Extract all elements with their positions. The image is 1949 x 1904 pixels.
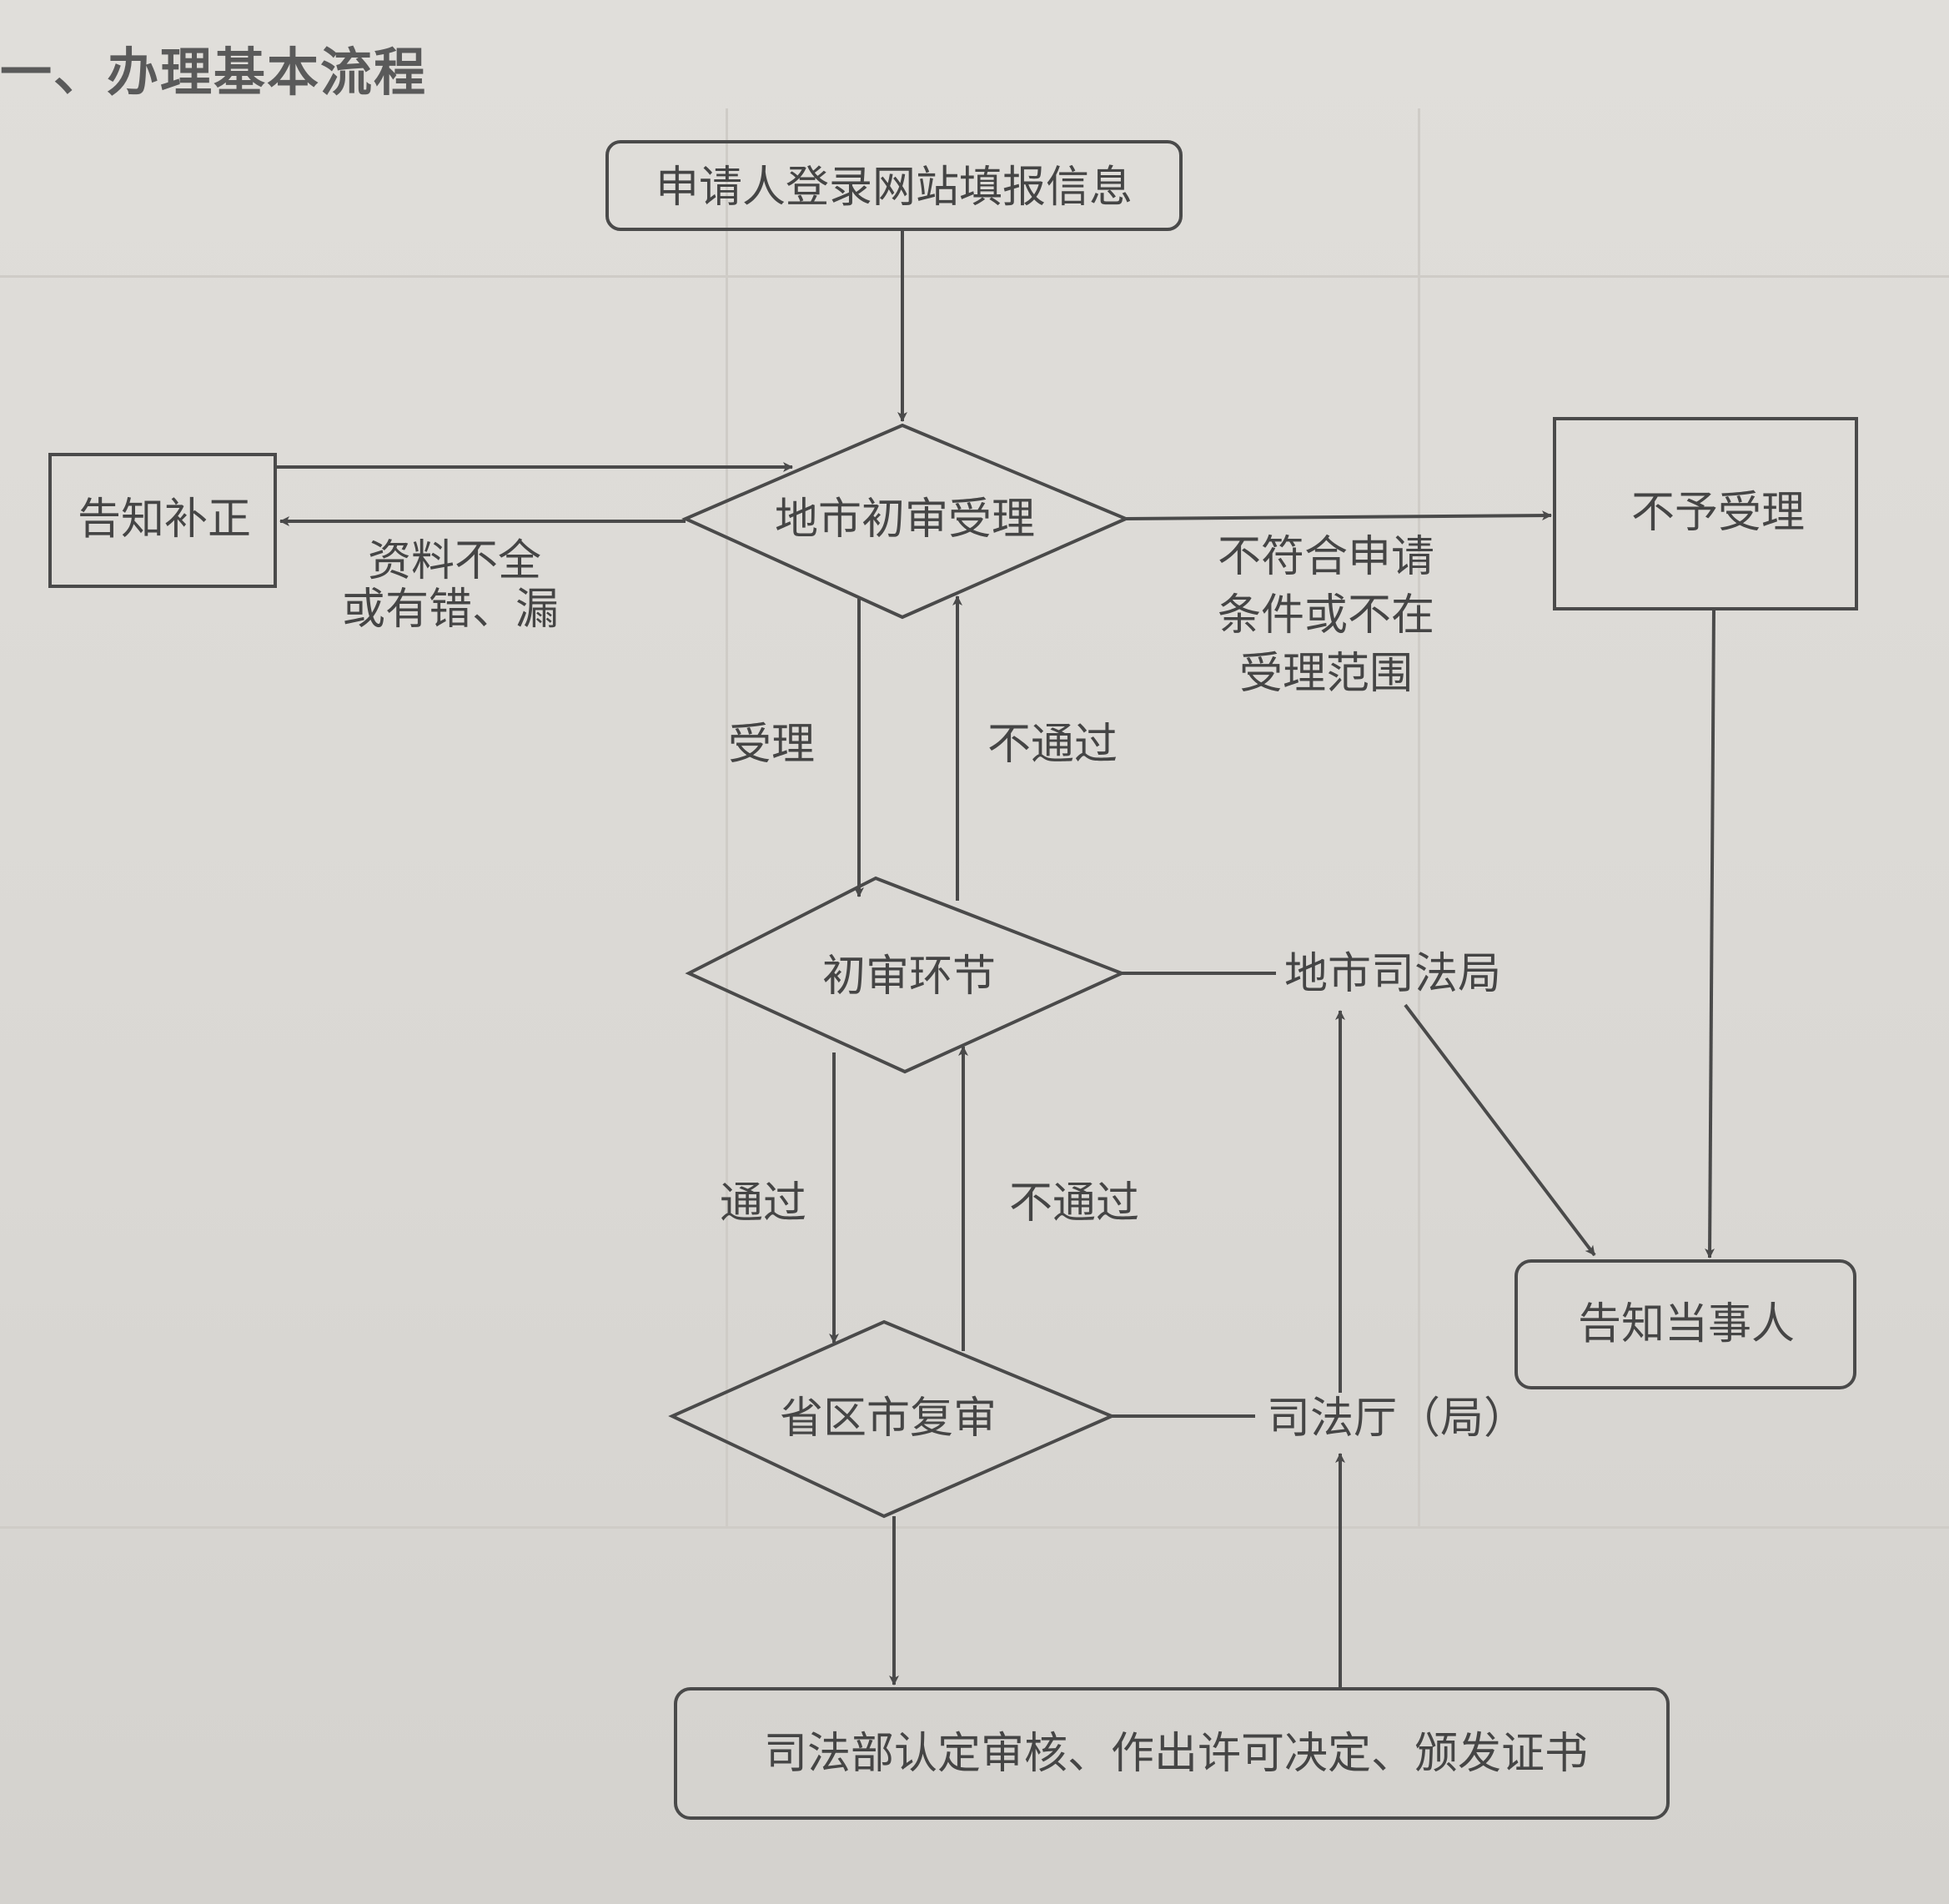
notify-fix-box	[48, 453, 277, 588]
actor-city-bureau: 地市司法局	[1284, 949, 1501, 999]
notify-party-box	[1514, 1259, 1856, 1389]
background-table-rule	[1418, 108, 1420, 1526]
initial-review-label: 初审环节	[822, 952, 996, 1002]
background-table-rule	[726, 108, 728, 1526]
edge-reject-to-notify	[1705, 608, 1715, 1258]
edge-label-accept: 受理	[728, 720, 815, 770]
edge-label-ineligible-2: 条件或不在	[1218, 590, 1434, 641]
actor-province-dept: 司法厅（局）	[1267, 1394, 1527, 1444]
edge-label-pass: 通过	[720, 1178, 806, 1228]
notify-party-label: 告知当事人	[1578, 1299, 1795, 1349]
background-table-rule	[0, 275, 1949, 278]
edge-label-fail-2: 不通过	[1009, 1178, 1139, 1228]
notify-fix-label: 告知补正	[78, 495, 251, 545]
ministry-label: 司法部认定审核、作出许可决定、颁发证书	[764, 1729, 1588, 1779]
background-table-rule	[0, 1526, 1949, 1529]
start-node-box	[605, 140, 1183, 231]
edge-ineligible	[1125, 510, 1552, 521]
reject-box	[1553, 417, 1858, 610]
section-heading: 一、办理基本流程	[0, 42, 428, 103]
province-review-decision	[668, 1319, 1117, 1519]
ministry-box	[674, 1687, 1670, 1820]
start-node-label: 申请人登录网站填报信息	[656, 163, 1133, 213]
edge-label-ineligible-3: 受理范围	[1239, 649, 1413, 699]
edge-label-incomplete-1: 资料不全	[368, 536, 541, 586]
edge-label-ineligible-1: 不符合申请	[1218, 532, 1434, 582]
city-accept-decision	[681, 423, 1131, 620]
edge-label-fail-1: 不通过	[987, 720, 1118, 770]
reject-label: 不予受理	[1631, 488, 1805, 538]
edge-label-incomplete-2: 或有错、漏	[342, 585, 559, 635]
initial-review-decision	[685, 876, 1127, 1074]
city-accept-label: 地市初审受理	[775, 495, 1035, 545]
edge-city-bureau-to-notify	[1404, 1003, 1596, 1257]
province-review-label: 省区市复审	[780, 1394, 997, 1444]
